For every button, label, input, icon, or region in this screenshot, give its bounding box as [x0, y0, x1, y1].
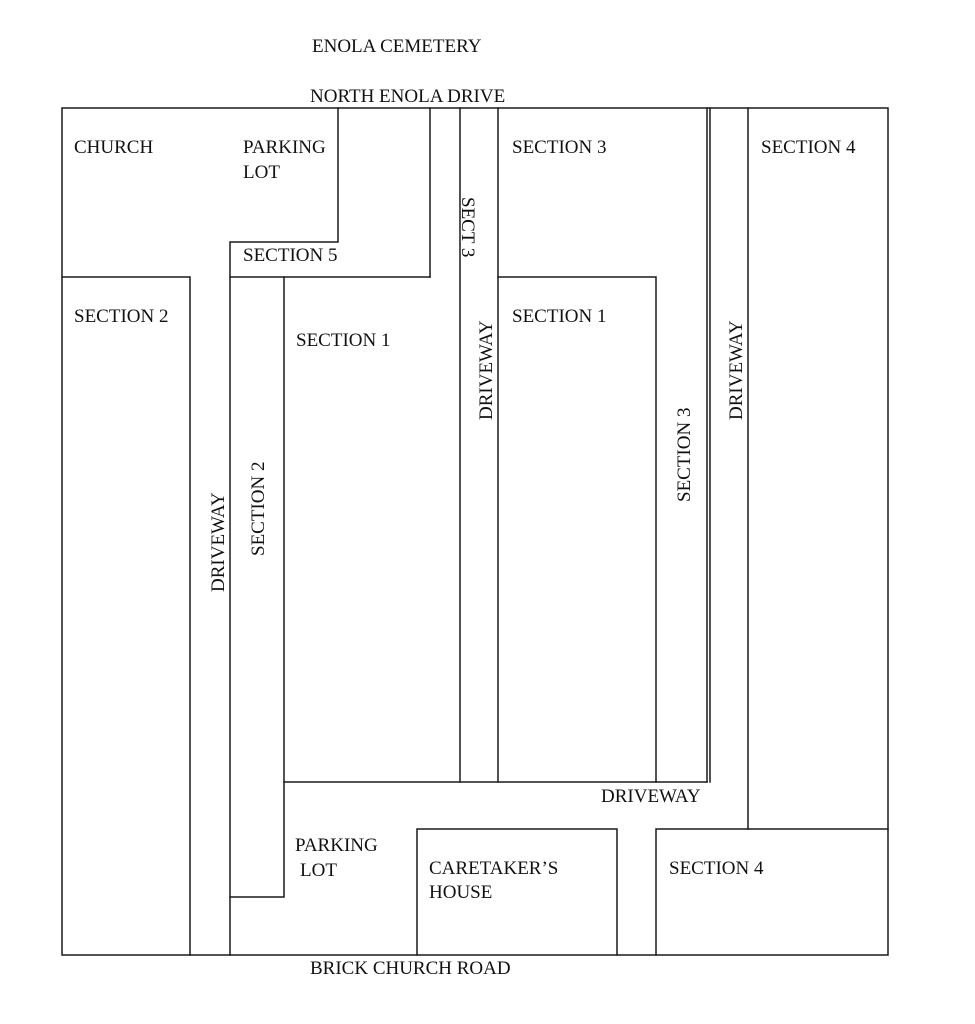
- section4-bottom-label: SECTION 4: [669, 858, 764, 879]
- sect3-small-label: SECT 3: [457, 197, 478, 257]
- section1-right-top-border: [497, 276, 657, 783]
- church-label: CHURCH: [74, 137, 153, 158]
- parking-lot-top-label-line2: LOT: [243, 162, 280, 183]
- section1-right-label: SECTION 1: [512, 306, 606, 327]
- caretakers-house-label-line1: CARETAKER’S: [429, 858, 558, 879]
- top-parking-lot-border: [229, 107, 339, 956]
- section4-top-left-border: [747, 107, 889, 830]
- driveway-left-label: DRIVEWAY: [208, 492, 229, 592]
- section3-vertical-label: SECTION 3: [674, 408, 695, 502]
- outer-boundary: [61, 107, 889, 956]
- south-road-label: BRICK CHURCH ROAD: [310, 958, 511, 979]
- parking-lot-bottom-label-line2: LOT: [300, 860, 337, 881]
- driveway-center-label: DRIVEWAY: [476, 320, 497, 420]
- section4-bottom-border: [655, 828, 749, 956]
- north-road-label: NORTH ENOLA DRIVE: [310, 86, 505, 107]
- driveway-right-label: DRIVEWAY: [726, 320, 747, 420]
- caretakers-house-label-line2: HOUSE: [429, 882, 492, 903]
- section3-top-label: SECTION 3: [512, 137, 606, 158]
- map-title: ENOLA CEMETERY: [312, 36, 482, 57]
- section2-left-label: SECTION 2: [74, 306, 168, 327]
- section2-vertical-label: SECTION 2: [248, 462, 269, 556]
- section5-label: SECTION 5: [243, 245, 337, 266]
- church-block-border: [61, 276, 191, 956]
- section1-center-label: SECTION 1: [296, 330, 390, 351]
- driveway-bottom-label: DRIVEWAY: [601, 786, 701, 807]
- caretakers-house-border: [416, 828, 618, 956]
- section4-top-label: SECTION 4: [761, 137, 856, 158]
- parking-lot-bottom-label-line1: PARKING: [295, 835, 378, 856]
- parking-lot-top-label-line1: PARKING: [243, 137, 326, 158]
- section2-strip-border: [229, 276, 285, 898]
